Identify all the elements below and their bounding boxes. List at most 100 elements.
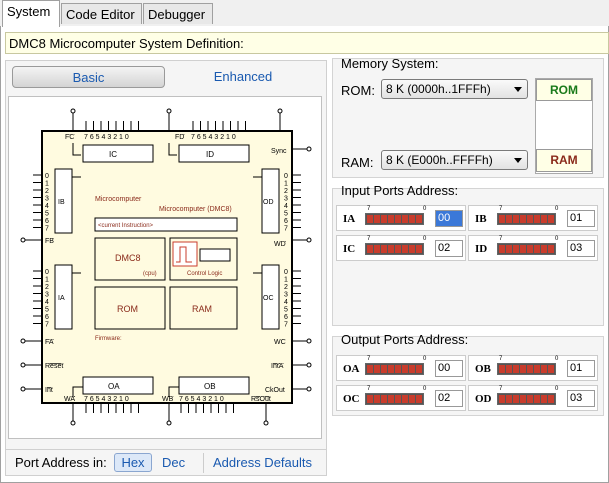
side-bit-label: 4 bbox=[284, 299, 288, 306]
side-bit-label: 7 bbox=[45, 226, 49, 233]
port-od-label: OD bbox=[263, 199, 274, 206]
port-address-input[interactable]: 00 bbox=[435, 210, 463, 227]
tab-debugger[interactable]: Debugger bbox=[143, 3, 213, 24]
port-address-input[interactable]: 02 bbox=[435, 240, 463, 257]
port-address-label: Port Address in: bbox=[15, 455, 107, 470]
port-oc-box bbox=[261, 264, 280, 330]
side-bit-label: 0 bbox=[284, 269, 288, 276]
bit-low-label: 0 bbox=[555, 236, 559, 242]
port-name: OC bbox=[343, 393, 360, 405]
side-bit-label: 3 bbox=[45, 196, 49, 203]
dec-option[interactable]: Dec bbox=[162, 455, 186, 470]
side-bit-label: 4 bbox=[45, 203, 49, 210]
bit-high-label: 7 bbox=[499, 356, 503, 362]
port-oc-label: OC bbox=[263, 295, 274, 302]
port-name: ID bbox=[475, 243, 488, 255]
port-ic-box bbox=[82, 144, 154, 163]
side-bit-label: 5 bbox=[45, 307, 49, 314]
port-ob-box bbox=[178, 376, 250, 395]
port-od-box bbox=[261, 168, 280, 234]
bit-low-label: 0 bbox=[555, 356, 559, 362]
wd-label: WD bbox=[274, 241, 286, 248]
fc-label: FC bbox=[65, 134, 74, 141]
side-bit-label: 0 bbox=[45, 269, 49, 276]
side-bit-label: 7 bbox=[284, 226, 288, 233]
input-ports-title: Input Ports Address: bbox=[341, 183, 459, 198]
port-row: IA 7 0 00 bbox=[336, 205, 466, 231]
port-ob-label: OB bbox=[204, 382, 216, 391]
control-logic-label: Control Logic bbox=[187, 271, 222, 277]
bit-high-label: 7 bbox=[499, 206, 503, 212]
basic-mode-button[interactable]: Basic bbox=[12, 66, 165, 88]
ram-size-label: RAM: bbox=[341, 155, 374, 170]
bit-leds bbox=[497, 393, 556, 405]
side-bit-label: 2 bbox=[284, 188, 288, 195]
wa-label: WA bbox=[64, 396, 75, 403]
side-bit-label: 4 bbox=[45, 299, 49, 306]
port-name: IB bbox=[475, 213, 487, 225]
port-ia-label: IA bbox=[58, 295, 65, 302]
port-address-input[interactable]: 01 bbox=[567, 210, 595, 227]
port-name: OD bbox=[475, 393, 492, 405]
side-bit-label: 3 bbox=[284, 292, 288, 299]
bit-leds bbox=[365, 243, 424, 255]
port-ia-box bbox=[54, 264, 73, 330]
rom-block bbox=[94, 286, 166, 330]
bit-leds bbox=[497, 363, 556, 375]
tab-code-editor[interactable]: Code Editor bbox=[61, 3, 142, 24]
tab-bar: System Code Editor Debugger bbox=[0, 0, 609, 27]
side-bit-label: 1 bbox=[284, 181, 288, 188]
int-label: Int bbox=[45, 387, 53, 394]
system-diagram: FC 7 6 5 4 3 2 1 0 FD 7 6 5 4 3 2 1 0 Sy… bbox=[8, 96, 322, 439]
bit-low-label: 0 bbox=[423, 386, 427, 392]
port-address-input[interactable]: 00 bbox=[435, 360, 463, 377]
bit-high-label: 7 bbox=[367, 206, 371, 212]
bit-high-label: 7 bbox=[367, 386, 371, 392]
ram-block bbox=[169, 286, 238, 330]
bottom-pins-right: 7 6 5 4 3 2 1 0 bbox=[179, 396, 224, 403]
bit-leds bbox=[365, 363, 424, 375]
bit-low-label: 0 bbox=[423, 236, 427, 242]
chevron-down-icon bbox=[514, 158, 522, 163]
wc-label: WC bbox=[274, 339, 286, 346]
rom-map-box: ROM bbox=[536, 79, 592, 101]
port-name: OB bbox=[475, 363, 491, 375]
tab-system[interactable]: System bbox=[2, 0, 60, 27]
port-address-input[interactable]: 03 bbox=[567, 240, 595, 257]
top-pins-left: 7 6 5 4 3 2 1 0 bbox=[84, 134, 129, 141]
microcomputer-dmc8-label: Microcomputer (DMC8) bbox=[159, 206, 232, 213]
port-address-bar: Port Address in: Hex Dec Address Default… bbox=[5, 449, 327, 476]
bit-low-label: 0 bbox=[555, 206, 559, 212]
port-ic-label: IC bbox=[109, 150, 117, 159]
rom-size-value: 8 K (0000h..1FFFh) bbox=[386, 82, 491, 96]
port-address-input[interactable]: 03 bbox=[567, 390, 595, 407]
side-bit-label: 0 bbox=[284, 173, 288, 180]
port-id-label: ID bbox=[206, 150, 214, 159]
chip-body bbox=[41, 130, 293, 404]
address-defaults-link[interactable]: Address Defaults bbox=[213, 455, 312, 470]
side-bit-label: 6 bbox=[284, 314, 288, 321]
definition-title: DMC8 Microcomputer System Definition: bbox=[5, 32, 609, 54]
side-bit-label: 6 bbox=[284, 218, 288, 225]
side-bit-label: 2 bbox=[45, 188, 49, 195]
bit-high-label: 7 bbox=[499, 236, 503, 242]
port-row: IB 7 0 01 bbox=[468, 205, 598, 231]
hex-option[interactable]: Hex bbox=[114, 453, 152, 472]
rom-size-select[interactable]: 8 K (0000h..1FFFh) bbox=[381, 79, 528, 99]
fa-label: FA bbox=[45, 339, 54, 346]
port-address-input[interactable]: 02 bbox=[435, 390, 463, 407]
fb-label: FB bbox=[45, 238, 54, 245]
ram-size-select[interactable]: 8 K (E000h..FFFFh) bbox=[381, 150, 528, 170]
side-bit-label: 1 bbox=[284, 277, 288, 284]
side-bit-label: 5 bbox=[284, 211, 288, 218]
port-address-input[interactable]: 01 bbox=[567, 360, 595, 377]
side-bit-label: 0 bbox=[45, 173, 49, 180]
top-pins-right: 7 6 5 4 3 2 1 0 bbox=[191, 134, 236, 141]
port-row: OD 7 0 03 bbox=[468, 385, 598, 411]
enhanced-mode-button[interactable]: Enhanced bbox=[213, 69, 273, 84]
port-id-box bbox=[178, 144, 250, 163]
wb-label: WB bbox=[162, 396, 174, 403]
chevron-down-icon bbox=[514, 87, 522, 92]
bit-low-label: 0 bbox=[423, 206, 427, 212]
port-oa-label: OA bbox=[108, 382, 120, 391]
